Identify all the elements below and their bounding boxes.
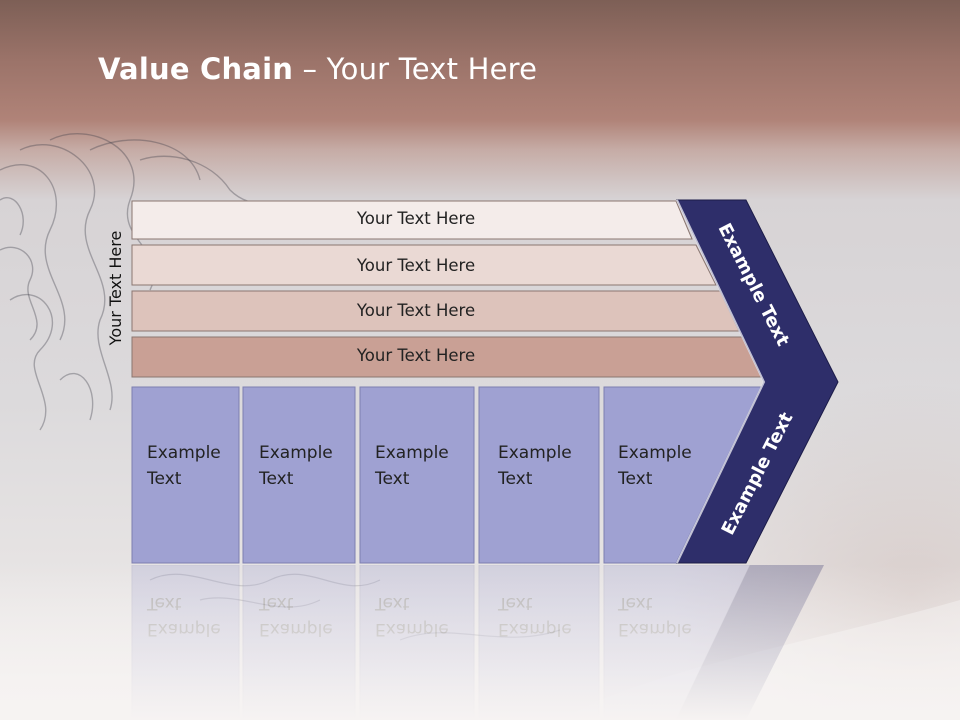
column-box-4 <box>478 386 600 564</box>
column-label-line1: Example <box>375 443 449 463</box>
title-rest: – Your Text Here <box>293 52 538 86</box>
column-label-line1: Example <box>147 443 221 463</box>
column-box-2 <box>242 386 356 564</box>
slide-title: Value Chain – Your Text Here <box>98 52 537 86</box>
column-box-3 <box>359 386 475 564</box>
column-label-line2: Text <box>498 469 533 489</box>
title-bold: Value Chain <box>98 52 294 86</box>
column-label-line2: Text <box>618 469 653 489</box>
column-label-line1: Example <box>498 443 572 463</box>
column-box-1 <box>131 386 240 564</box>
row-label-4: Your Text Here <box>356 346 476 365</box>
column-label-line2: Text <box>259 469 294 489</box>
row-band-1 <box>131 200 693 240</box>
row-label-3: Your Text Here <box>356 301 476 320</box>
row-label-1: Your Text Here <box>356 209 476 228</box>
column-box-5 <box>603 386 762 564</box>
row-label-2: Your Text Here <box>356 256 476 275</box>
column-label-line1: Example <box>618 443 692 463</box>
column-label-line1: Example <box>259 443 333 463</box>
column-label-line2: Text <box>375 469 410 489</box>
row-band-2 <box>131 244 717 286</box>
reflection-fade <box>0 565 960 720</box>
column-label-line2: Text <box>147 469 182 489</box>
